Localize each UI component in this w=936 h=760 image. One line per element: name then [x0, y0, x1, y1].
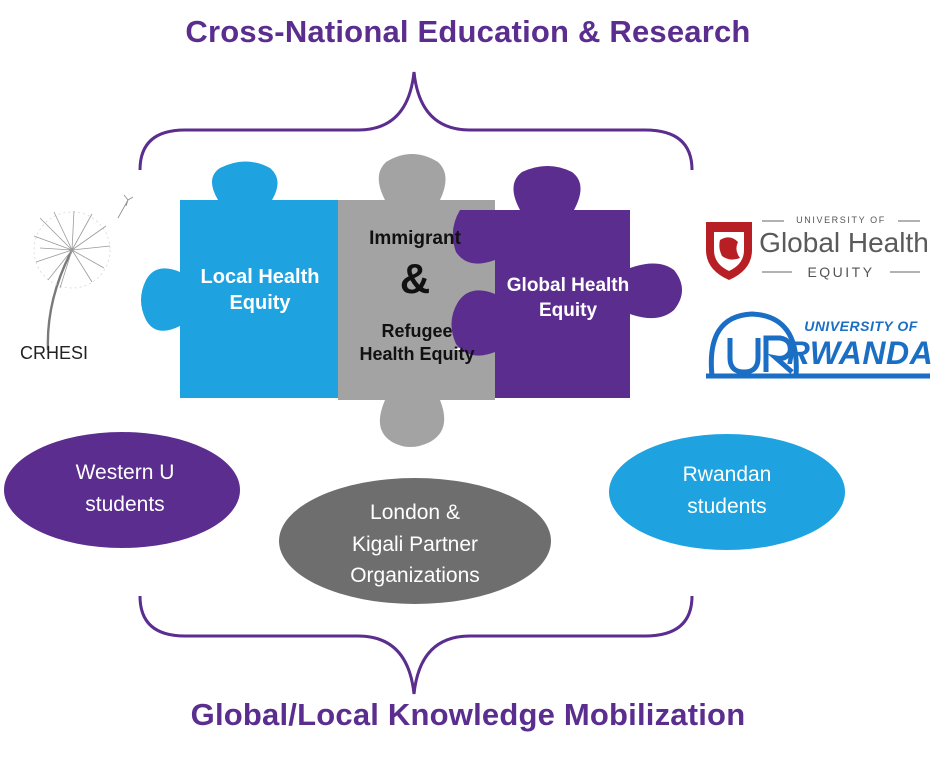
rwandan-line1: Rwandan	[682, 463, 772, 486]
partners-line2: Kigali Partner	[351, 532, 479, 556]
immigrant-label: Immigrant	[369, 228, 461, 249]
global-line2: Equity	[538, 299, 598, 321]
partners-line1: London &	[370, 501, 460, 524]
western-line2: students	[85, 492, 165, 516]
lion-shield-icon	[706, 222, 752, 280]
global-line1: Global Health	[506, 275, 630, 296]
ur-monogram-icon	[708, 311, 799, 377]
top-brace	[138, 71, 694, 171]
ur-logo-line2: RWANDA	[786, 335, 934, 371]
local-line1: Local Health	[200, 266, 320, 288]
oval-western	[4, 432, 240, 548]
local-health-equity-label: Local Health Equity	[180, 264, 340, 316]
western-students-label: Western U students	[30, 457, 220, 520]
rwandan-students-label: Rwandan students	[622, 459, 832, 522]
partner-organizations-label: London & Kigali Partner Organizations	[282, 497, 548, 592]
ugh-logo-line1: UNIVERSITY OF	[796, 215, 886, 225]
crhesi-logo-label: CRHESI	[20, 343, 89, 363]
bottom-brace	[138, 595, 694, 695]
refugee-line2: Health Equity	[359, 344, 475, 365]
rwandan-line2: students	[687, 494, 767, 518]
global-health-equity-label: Global Health Equity	[488, 274, 648, 323]
western-line1: Western U	[75, 461, 175, 484]
refugee-health-equity-label: Refugee Health Equity	[322, 320, 512, 367]
dandelion-icon	[33, 194, 134, 351]
local-line2: Equity	[229, 292, 291, 314]
refugee-line1: Refugee	[381, 321, 453, 341]
ugh-logo-line3: EQUITY	[807, 264, 875, 280]
ugh-logo-line2: Global Health	[759, 227, 929, 258]
oval-rwandan	[609, 434, 845, 550]
ur-logo-line1: UNIVERSITY OF	[804, 318, 918, 334]
puzzle-piece-global	[451, 166, 682, 398]
top-title: Cross-National Education & Research	[185, 14, 751, 49]
ampersand-label: &	[399, 255, 431, 302]
puzzle-piece-local	[141, 161, 379, 398]
oval-partners	[279, 478, 551, 604]
partners-line3: Organizations	[350, 564, 480, 587]
bottom-title: Global/Local Knowledge Mobilization	[190, 697, 746, 732]
